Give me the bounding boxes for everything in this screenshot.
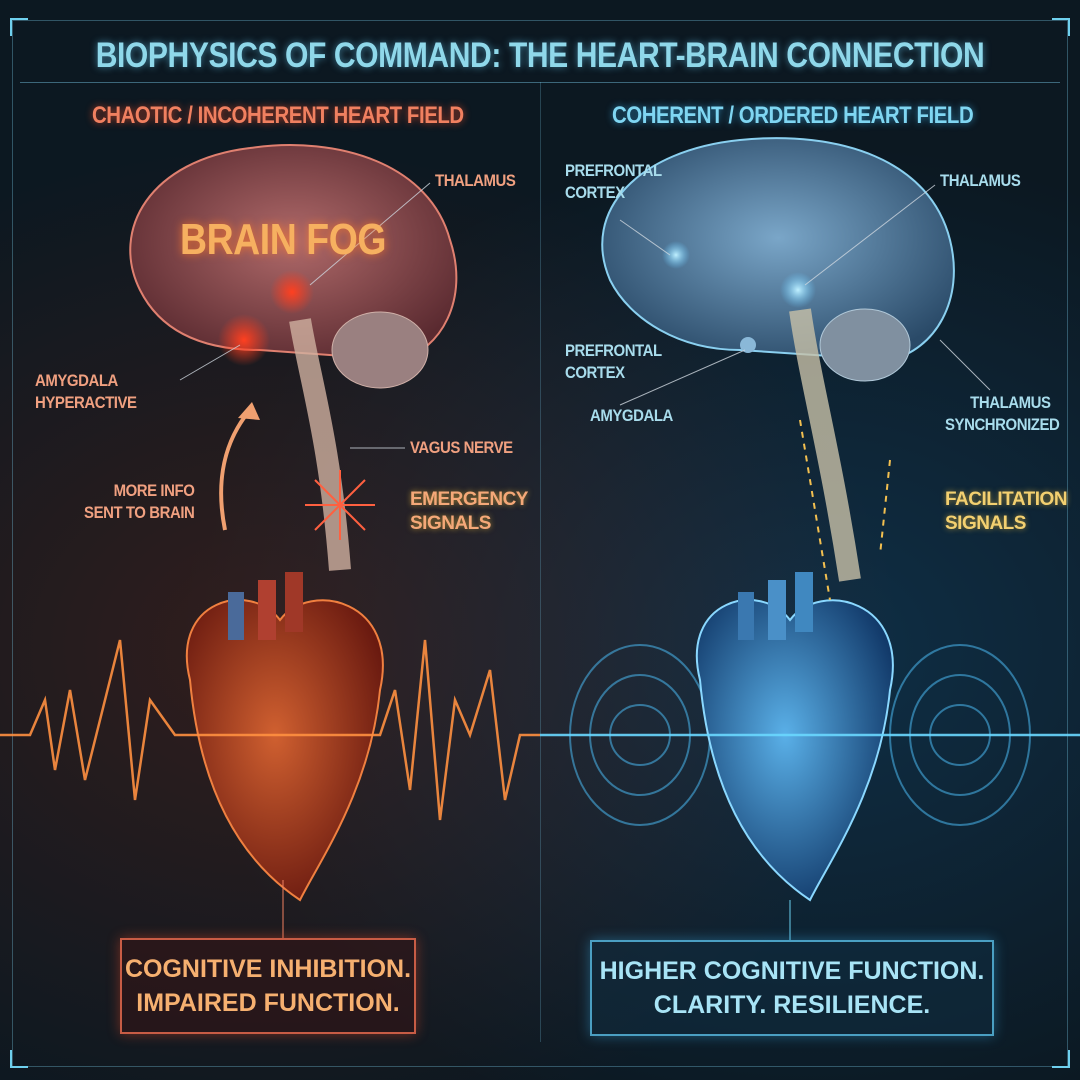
frame-corner [1052, 18, 1070, 36]
prefrontal-cortex-label: Prefrontal Cortex [565, 161, 662, 202]
outcome-box-right: Higher Cognitive Function. Clarity. Resi… [590, 940, 994, 1036]
leader-lines [179, 182, 991, 449]
thalamus-label: Thalamus [435, 171, 516, 190]
left-heading: Chaotic / Incoherent Heart Field [92, 102, 464, 129]
more-info-label: More info sent to brain [84, 481, 195, 522]
brain-right [601, 137, 955, 582]
prefrontal-cortex-label: Prefrontal Cortex [565, 341, 662, 382]
vagus-nerve-label: Vagus Nerve [410, 438, 513, 457]
facilitation-arrows [799, 419, 891, 601]
amygdala-label: Amygdala Hyperactive [35, 371, 137, 412]
ecg-chaotic-line [0, 639, 540, 821]
page-title: Biophysics of Command: The Heart-Brain C… [95, 36, 985, 75]
frame-corner [1052, 1050, 1070, 1068]
brain-fog-label: Brain Fog [180, 215, 387, 264]
frame [12, 20, 1068, 1067]
outcome-box-left: Cognitive Inhibition. Impaired Function. [120, 938, 416, 1034]
emergency-burst [305, 470, 375, 540]
thalamus-label: Thalamus [940, 171, 1021, 190]
amygdala-label: Amygdala [590, 406, 673, 425]
thalamus-synchronized-label: Thalamus Synchronized [945, 393, 1060, 434]
frame-corner [10, 1050, 28, 1068]
arrow-up [219, 408, 252, 531]
brain-left [129, 144, 458, 571]
emergency-signals-label: Emergency Signals [410, 489, 528, 534]
heart-right [695, 572, 894, 902]
facilitation-signals-label: Facilitation Signals [945, 489, 1068, 534]
right-heading: Coherent / Ordered Heart Field [612, 102, 974, 129]
heart-left [185, 572, 384, 902]
divider [540, 82, 541, 1042]
divider [20, 82, 1060, 83]
frame-corner [10, 18, 28, 36]
